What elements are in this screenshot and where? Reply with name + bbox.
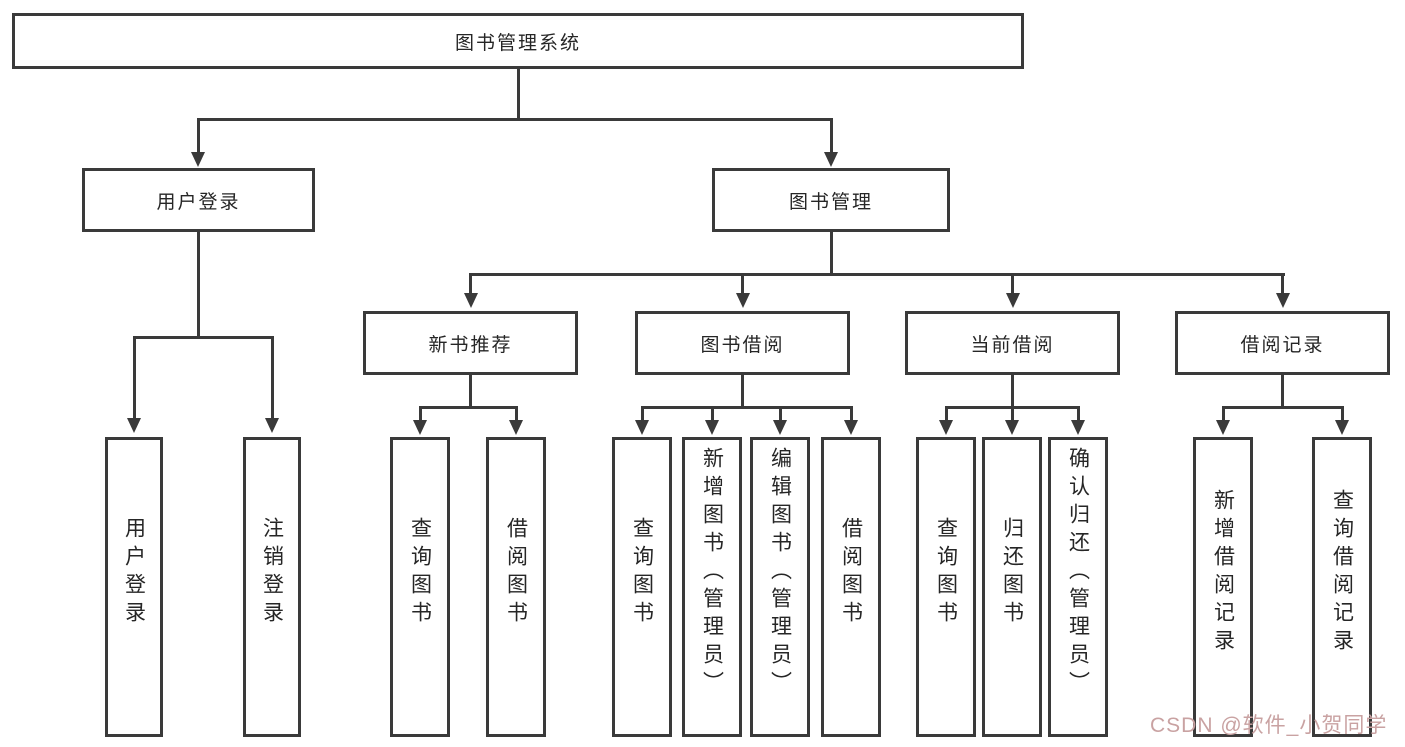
connector-mgmt-trunk	[829, 232, 833, 273]
connector-drop-leaf	[1221, 406, 1225, 421]
connector-drop-current	[1011, 273, 1014, 294]
arrowhead-leaf	[705, 420, 719, 435]
leaf-add-book-admin: 新增图书（管理员）	[682, 437, 742, 737]
connector-root-trunk	[516, 69, 520, 118]
arrowhead-leaf	[635, 420, 649, 435]
node-current-borrow: 当前借阅	[905, 311, 1120, 375]
leaf-query-books-3: 查询图书	[916, 437, 976, 737]
leaf-add-book-admin-label: 新增图书（管理员）	[700, 447, 724, 699]
arrowhead-leaf	[1216, 420, 1230, 435]
connector-drop-leaf	[778, 406, 782, 421]
leaf-edit-book-admin: 编辑图书（管理员）	[750, 437, 810, 737]
leaf-return-book-label: 归还图书	[1000, 517, 1024, 629]
leaf-edit-book-admin-label: 编辑图书（管理员）	[768, 447, 792, 699]
arrowhead-current	[1005, 293, 1020, 308]
arrowhead-leaf	[509, 420, 523, 435]
leaf-query-books-2-label: 查询图书	[630, 517, 654, 629]
connector-drop-leaf	[944, 406, 948, 421]
arrowhead-leaf	[844, 420, 858, 435]
connector-records-bus	[1221, 406, 1344, 409]
connector-records-trunk	[1281, 375, 1284, 406]
leaf-add-borrow-record-label: 新增借阅记录	[1211, 489, 1235, 657]
leaf-query-books-1-label: 查询图书	[408, 517, 432, 629]
leaf-query-books-3-label: 查询图书	[934, 517, 958, 629]
connector-drop-leaf	[1340, 406, 1344, 421]
leaf-return-book: 归还图书	[982, 437, 1042, 737]
leaf-query-borrow-record-label: 查询借阅记录	[1330, 489, 1354, 657]
arrowhead-leaf-logout	[265, 418, 279, 433]
arrowhead-borrow	[735, 293, 750, 308]
node-user-login-label: 用户登录	[156, 191, 241, 213]
node-book-management-label: 图书管理	[788, 191, 873, 213]
leaf-confirm-return-admin-label: 确认归还（管理员）	[1066, 447, 1090, 699]
connector-drop-leaf	[1010, 406, 1014, 421]
arrowhead-leaf	[1005, 420, 1019, 435]
csdn-watermark: CSDN @软件_小贺同学	[1150, 714, 1388, 737]
connector-drop-user-login	[196, 118, 200, 153]
arrowhead-leaf	[773, 420, 787, 435]
arrowhead-leaf	[1071, 420, 1085, 435]
leaf-add-borrow-record: 新增借阅记录	[1193, 437, 1253, 737]
connector-drop-borrow	[741, 273, 744, 294]
node-new-book-recommend: 新书推荐	[363, 311, 578, 375]
connector-newbook-bus	[418, 406, 518, 409]
node-root-label: 图书管理系统	[454, 32, 581, 54]
leaf-confirm-return-admin: 确认归还（管理员）	[1048, 437, 1108, 737]
arrowhead-records	[1275, 293, 1290, 308]
leaf-user-login: 用户登录	[105, 437, 163, 737]
node-borrow-records-label: 借阅记录	[1240, 334, 1325, 356]
node-user-login: 用户登录	[82, 168, 315, 232]
node-borrow-records: 借阅记录	[1175, 311, 1390, 375]
leaf-logout: 注销登录	[243, 437, 301, 737]
leaf-borrow-books-1-label: 借阅图书	[504, 517, 528, 629]
leaf-user-login-label: 用户登录	[122, 517, 146, 629]
connector-drop-leaf-login	[132, 336, 136, 419]
leaf-query-books-1: 查询图书	[390, 437, 450, 737]
leaf-logout-label: 注销登录	[260, 517, 284, 629]
node-new-book-recommend-label: 新书推荐	[428, 334, 513, 356]
connector-drop-newbook	[469, 273, 472, 294]
node-book-borrow-label: 图书借阅	[700, 334, 785, 356]
connector-borrow-trunk	[741, 375, 744, 406]
leaf-borrow-books-2-label: 借阅图书	[839, 517, 863, 629]
connector-level1-bus	[196, 118, 833, 121]
connector-borrow-bus	[640, 406, 853, 409]
connector-drop-book-mgmt	[829, 118, 833, 153]
arrowhead-leaf	[413, 420, 427, 435]
connector-drop-leaf-logout	[270, 336, 274, 419]
node-root: 图书管理系统	[12, 13, 1024, 69]
connector-drop-leaf	[418, 406, 422, 421]
connector-drop-leaf	[849, 406, 853, 421]
connector-user-bus	[132, 336, 274, 339]
connector-drop-leaf	[1076, 406, 1080, 421]
connector-drop-leaf	[710, 406, 714, 421]
node-book-management: 图书管理	[712, 168, 950, 232]
connector-current-trunk	[1011, 375, 1014, 406]
connector-drop-leaf	[640, 406, 644, 421]
arrowhead-leaf-login	[127, 418, 141, 433]
arrowhead-book-mgmt	[824, 152, 838, 167]
connector-drop-leaf	[514, 406, 518, 421]
leaf-query-books-2: 查询图书	[612, 437, 672, 737]
leaf-query-borrow-record: 查询借阅记录	[1312, 437, 1372, 737]
node-current-borrow-label: 当前借阅	[970, 334, 1055, 356]
arrowhead-user-login	[191, 152, 205, 167]
connector-drop-records	[1281, 273, 1284, 294]
connector-user-trunk	[196, 232, 200, 336]
arrowhead-newbook	[463, 293, 478, 308]
leaf-borrow-books-2: 借阅图书	[821, 437, 881, 737]
connector-level2-bus	[469, 273, 1285, 276]
arrowhead-leaf	[939, 420, 953, 435]
leaf-borrow-books-1: 借阅图书	[486, 437, 546, 737]
arrowhead-leaf	[1335, 420, 1349, 435]
connector-newbook-trunk	[469, 375, 472, 406]
node-book-borrow: 图书借阅	[635, 311, 850, 375]
